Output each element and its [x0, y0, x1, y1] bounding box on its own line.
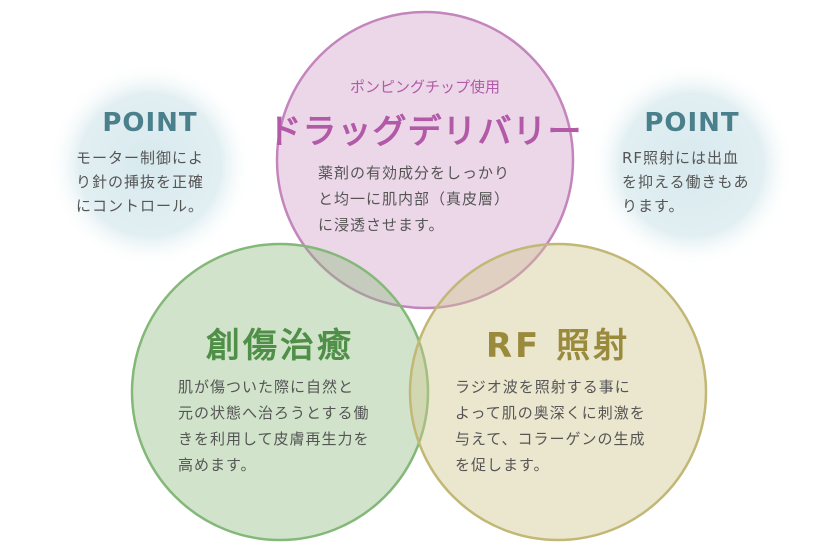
right-point-line: ります。 [622, 197, 685, 215]
left-circle [130, 242, 430, 542]
top-circle-line: に浸透させます。 [318, 216, 445, 234]
left-circle-title: 創傷治癒 [206, 326, 354, 366]
top-circle-line: と均一に肌内部（真皮層） [318, 190, 511, 208]
left-point-glow [48, 63, 252, 267]
right-circle-line: 与えて、コラーゲンの生成 [455, 430, 646, 448]
left-circle-line: きを利用して皮膚再生力を [178, 430, 370, 448]
right-point-line: を抑える働きもあ [622, 173, 750, 191]
right-circle-line: ラジオ波を照射する事に [455, 378, 631, 396]
right-circle-text: ラジオ波を照射する事に よって肌の奥深くに刺激を 与えて、コラーゲンの生成 を促… [455, 374, 675, 478]
right-point-title: POINT [644, 108, 740, 138]
left-point-line: モーター制御によ [76, 149, 205, 167]
left-point-line: り針の挿抜を正確 [76, 173, 205, 191]
left-circle-line: 高めます。 [178, 456, 257, 474]
left-circle-line: 元の状態へ治ろうとする働 [178, 404, 370, 422]
top-circle-subtitle: ポンピングチップ使用 [349, 78, 500, 96]
right-circle-line: よって肌の奥深くに刺激を [455, 404, 646, 422]
left-circle-line: 肌が傷ついた際に自然と [178, 378, 355, 396]
right-point-glow [590, 63, 794, 267]
right-circle [408, 242, 708, 542]
right-circle-title: RF 照射 [485, 326, 631, 366]
left-point-title: POINT [102, 108, 198, 138]
left-point-text: モーター制御によ り針の挿抜を正確 にコントロール。 [76, 146, 236, 218]
top-circle-text: 薬剤の有効成分をしっかり と均一に肌内部（真皮層） に浸透させます。 [318, 160, 538, 238]
right-point-line: RF照射には出血 [622, 149, 740, 167]
left-point-line: にコントロール。 [76, 197, 205, 215]
left-circle-text: 肌が傷ついた際に自然と 元の状態へ治ろうとする働 きを利用して皮膚再生力を 高め… [178, 374, 398, 478]
right-circle-line: を促します。 [455, 456, 550, 474]
top-circle [275, 10, 575, 310]
right-point-text: RF照射には出血 を抑える働きもあ ります。 [622, 146, 782, 218]
top-circle-line: 薬剤の有効成分をしっかり [318, 164, 511, 182]
top-circle-title: ドラッグデリバリー [267, 112, 583, 152]
